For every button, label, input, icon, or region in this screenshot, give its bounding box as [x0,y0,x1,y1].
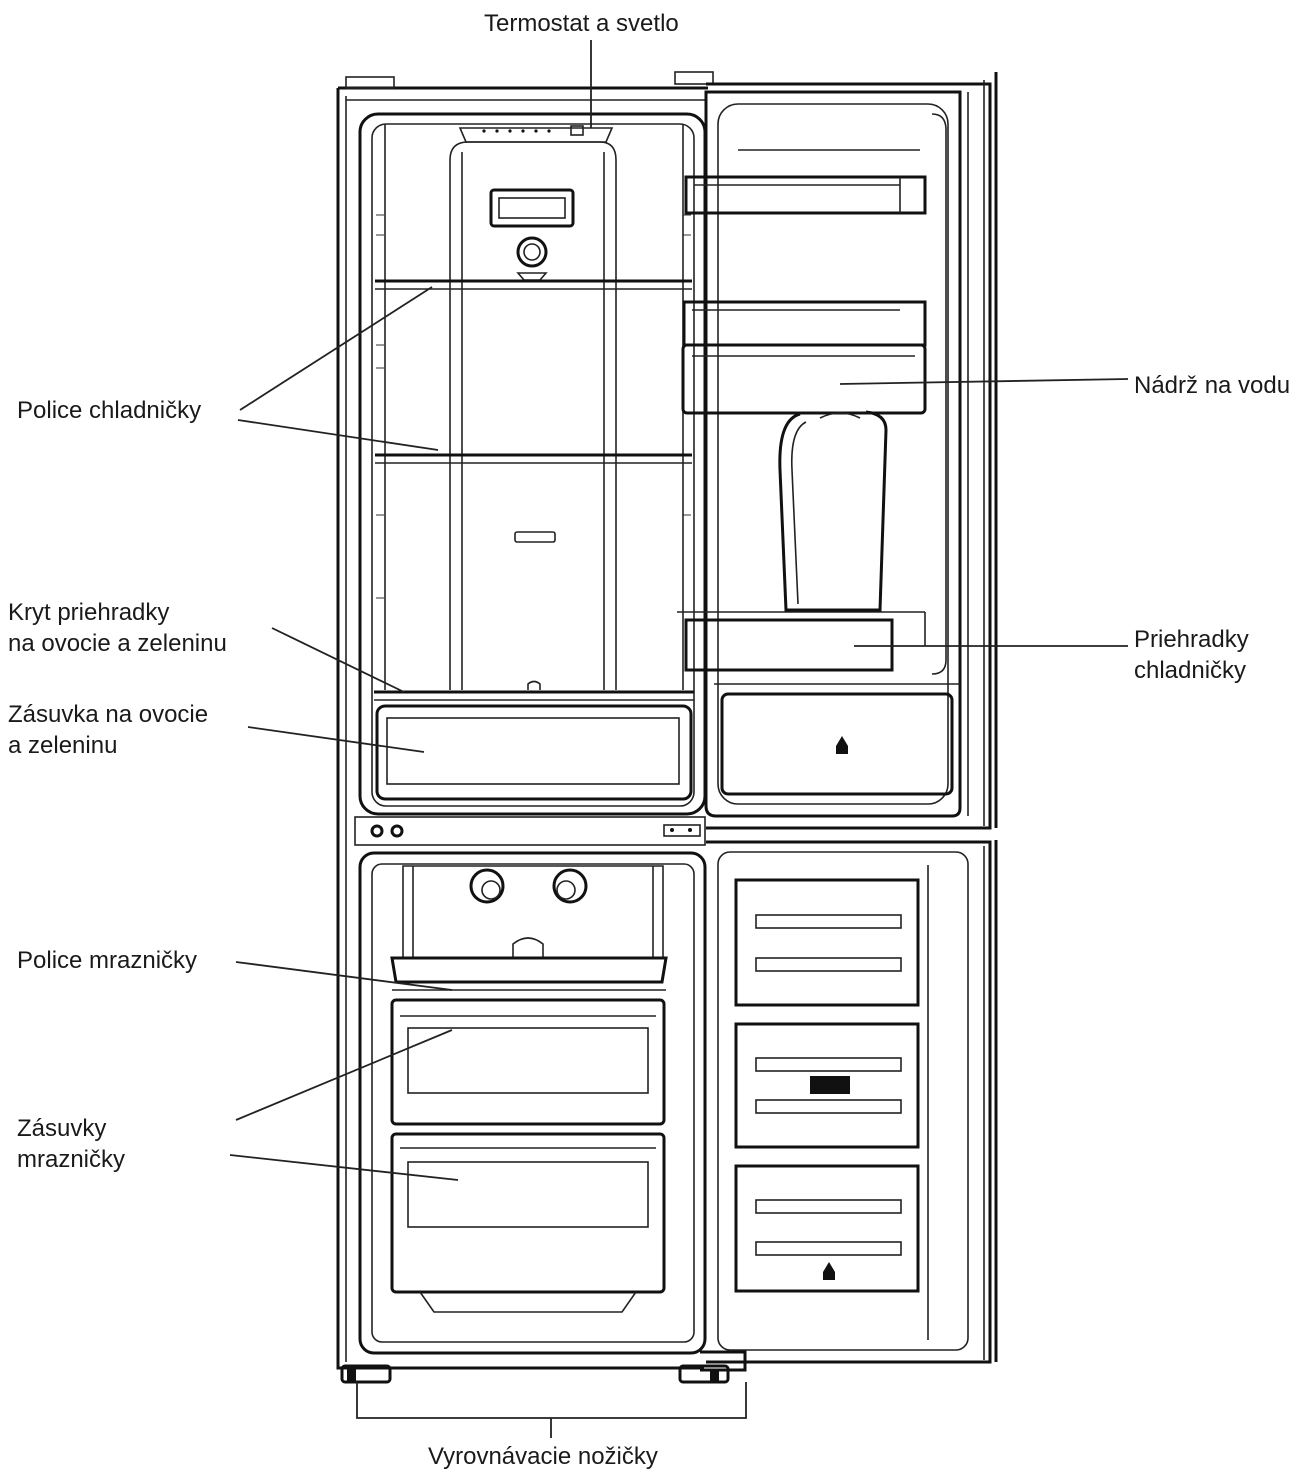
label-water-tank: Nádrž na vodu [1134,372,1291,399]
fridge-shelf-upper [375,279,692,290]
fridge-door [677,72,998,830]
freezer-door [706,840,998,1364]
label-door-bins: Priehradky chladničky [1134,626,1249,684]
crisper-drawer [375,704,693,801]
leveling-foot-right [678,1364,730,1384]
freezer-drawer-lower [390,1132,666,1313]
leveling-foot-left [340,1364,392,1384]
crisper-cover [374,690,694,701]
air-duct [449,141,617,690]
label-crisper-drawer: Zásuvka na ovocie a zeleninu [8,701,209,759]
label-fridge-shelves: Police chladničky [17,397,202,424]
label-thermostat: Termostat a svetlo [484,10,679,37]
water-tank [681,343,927,612]
fridge-shelf-lower [375,453,692,464]
freezer-door-front-lower [734,1164,920,1293]
label-leveling-feet: Vyrovnávacie nožičky [428,1443,658,1470]
freezer-door-front-middle [734,1022,920,1149]
thermostat-light-panel [458,125,614,143]
label-freezer-shelf: Police mrazničky [17,947,198,974]
label-crisper-cover: Kryt priehradky na ovocie a zeleninu [8,599,227,657]
freezer-shelf [390,956,668,991]
freezer-compartment [358,851,707,1355]
freezer-door-front-upper [734,878,920,1007]
cabinet [336,71,714,1370]
divider-strip [354,816,706,846]
leader-lines [229,40,1129,1438]
freezer-drawer-upper [390,998,666,1126]
label-freezer-drawers: Zásuvky mrazničky [17,1115,126,1173]
